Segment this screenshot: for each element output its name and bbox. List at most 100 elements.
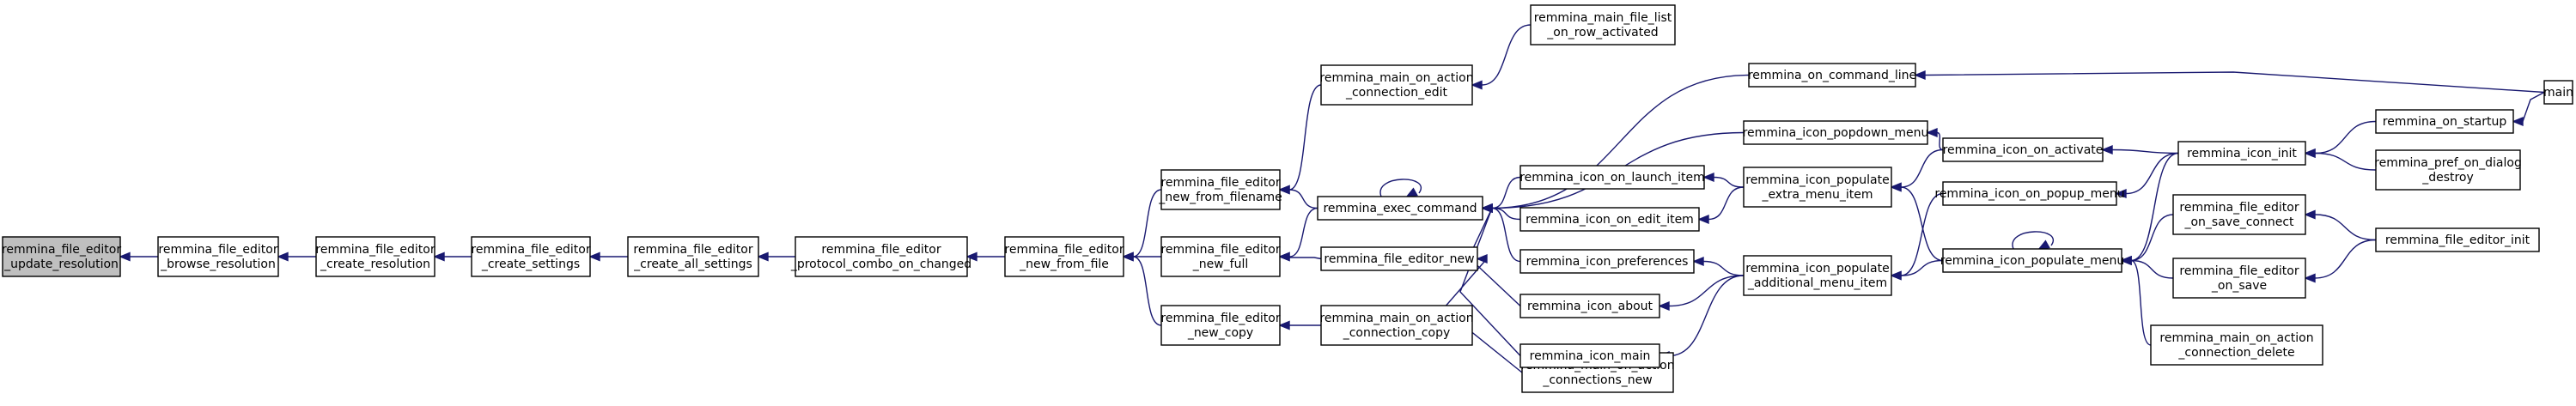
nodes-layer: remmina_file_editor_update_resolutionrem… xyxy=(2,4,2573,393)
node-box xyxy=(1519,294,1660,318)
node-protocol-combo-on-changed[interactable]: remmina_file_editor_protocol_combo_on_ch… xyxy=(790,236,971,277)
node-label: _new_full xyxy=(1192,258,1249,271)
edge-file-editor-init-to-file-editor-on-save-connect xyxy=(2304,209,2377,241)
node-file-editor-new[interactable]: remmina_file_editor_new xyxy=(1320,246,1478,271)
edge-exec-command-to-new-from-filename xyxy=(1278,185,1318,209)
node-box xyxy=(1004,236,1124,277)
edge-protocol-combo-on-changed-to-create-all-settings xyxy=(757,251,795,262)
node-label: remmina_file_editor_new xyxy=(1324,252,1474,266)
node-box xyxy=(1942,181,2117,206)
node-new-from-file[interactable]: remmina_file_editor_new_from_file xyxy=(1004,236,1124,277)
node-main-on-action-connection-edit[interactable]: remmina_main_on_action_connection_edit xyxy=(1319,64,1474,106)
edge-exec-command-to-new-full xyxy=(1278,207,1318,262)
node-main[interactable]: main xyxy=(2543,80,2573,105)
node-icon-on-edit-item[interactable]: remmina_icon_on_edit_item xyxy=(1519,207,1700,232)
edge-file-editor-init-to-file-editor-on-save xyxy=(2304,239,2377,283)
node-browse-resolution[interactable]: remmina_file_editor_browse_resolution xyxy=(157,236,279,277)
node-on-command-line[interactable]: remmina_on_command_line xyxy=(1748,63,1916,88)
node-label: _on_row_activated xyxy=(1546,26,1658,39)
node-label: remmina_icon_preferences xyxy=(1526,255,1689,269)
node-box xyxy=(1519,207,1700,232)
node-box xyxy=(2172,258,2306,299)
edges-layer xyxy=(119,24,2545,373)
node-box xyxy=(1320,64,1473,106)
node-exec-command[interactable]: remmina_exec_command xyxy=(1317,196,1483,221)
edge-browse-resolution-to-update-resolution xyxy=(119,251,158,262)
node-label: remmina_file_editor_init xyxy=(2385,233,2530,247)
node-label: _new_from_file xyxy=(1019,258,1109,271)
node-pref-on-dialog-destroy[interactable]: remmina_pref_on_dialog_destroy xyxy=(2374,149,2522,191)
node-icon-main[interactable]: remmina_icon_main xyxy=(1519,343,1660,368)
node-file-editor-init[interactable]: remmina_file_editor_init xyxy=(2375,227,2540,252)
node-label: remmina_icon_on_activate xyxy=(1943,143,2104,157)
node-box xyxy=(1942,137,2104,162)
node-label: remmina_file_editor xyxy=(633,243,752,257)
edge-icon-main-to-exec-command xyxy=(1459,203,1521,356)
node-new-from-filename[interactable]: remmina_file_editor_new_from_filename xyxy=(1158,169,1282,210)
edge-on-startup-to-icon-init xyxy=(2304,120,2377,159)
node-box xyxy=(1160,236,1281,277)
node-update-resolution[interactable]: remmina_file_editor_update_resolution xyxy=(2,236,121,277)
node-label: _connection_edit xyxy=(1345,86,1448,100)
edge-main-on-action-connection-delete-to-icon-populate-menu xyxy=(2120,255,2152,346)
node-box xyxy=(2375,227,2540,252)
node-on-startup[interactable]: remmina_on_startup xyxy=(2375,109,2514,134)
node-box xyxy=(1160,169,1281,210)
node-label: _create_resolution xyxy=(320,258,430,271)
node-label: _new_from_filename xyxy=(1158,191,1282,204)
node-new-copy[interactable]: remmina_file_editor_new_copy xyxy=(1160,305,1281,346)
node-box xyxy=(2,236,121,277)
node-create-all-settings[interactable]: remmina_file_editor_create_all_settings xyxy=(627,236,759,277)
node-label: remmina_file_editor xyxy=(1160,312,1280,325)
node-label: _update_resolution xyxy=(3,258,119,271)
node-main-file-list-on-row-activated[interactable]: remmina_main_file_list_on_row_activated xyxy=(1530,4,1676,45)
node-file-editor-on-save-connect[interactable]: remmina_file_editor_on_save_connect xyxy=(2172,194,2306,235)
node-icon-on-launch-item[interactable]: remmina_icon_on_launch_item xyxy=(1519,165,1705,190)
node-box xyxy=(2150,324,2323,366)
node-icon-init[interactable]: remmina_icon_init xyxy=(2177,141,2306,166)
node-icon-on-popup-menu[interactable]: remmina_icon_on_popup_menu xyxy=(1934,181,2125,206)
node-label: remmina_file_editor xyxy=(2179,264,2299,278)
node-new-full[interactable]: remmina_file_editor_new_full xyxy=(1160,236,1281,277)
node-label: _on_save_connect xyxy=(2183,215,2294,229)
edge-on-command-line-to-exec-command xyxy=(1481,74,1750,214)
node-icon-popdown-menu[interactable]: remmina_icon_popdown_menu xyxy=(1743,120,1929,145)
node-label: remmina_file_editor xyxy=(158,243,277,257)
node-label: _protocol_combo_on_changed xyxy=(790,258,971,271)
node-label: remmina_file_editor xyxy=(1160,176,1280,190)
node-label: remmina_file_editor xyxy=(471,243,590,257)
node-icon-populate-additional-menu-item[interactable]: remmina_icon_populate_additional_menu_it… xyxy=(1743,255,1892,296)
node-create-settings[interactable]: remmina_file_editor_create_settings xyxy=(471,236,591,277)
node-label: remmina_file_editor xyxy=(1160,243,1280,257)
edge-main-file-list-on-row-activated-to-main-on-action-connection-edit xyxy=(1471,24,1532,90)
node-label: _connection_copy xyxy=(1343,326,1451,340)
node-icon-on-activate[interactable]: remmina_icon_on_activate xyxy=(1942,137,2104,162)
node-icon-about[interactable]: remmina_icon_about xyxy=(1519,294,1660,318)
node-box xyxy=(1519,343,1660,368)
node-label: remmina_on_startup xyxy=(2383,115,2507,129)
node-create-resolution[interactable]: remmina_file_editor_create_resolution xyxy=(315,236,435,277)
node-main-on-action-connection-copy[interactable]: remmina_main_on_action_connection_copy xyxy=(1319,305,1474,346)
node-box xyxy=(1748,63,1916,88)
edge-exec-command-to-exec-command xyxy=(1379,179,1422,197)
edge-main-to-on-startup xyxy=(2512,91,2545,127)
node-box xyxy=(2543,80,2573,105)
edge-icon-populate-additional-menu-item-to-icon-about xyxy=(1658,275,1745,312)
node-main-on-action-connection-delete[interactable]: remmina_main_on_action_connection_delete xyxy=(2150,324,2323,366)
edge-icon-populate-menu-to-icon-populate-extra-menu-item xyxy=(1890,182,1944,262)
node-label: _connections_new xyxy=(1542,373,1652,387)
edge-icon-init-to-icon-populate-menu xyxy=(2120,152,2179,266)
node-label: _connection_delete xyxy=(2177,346,2294,360)
node-icon-populate-extra-menu-item[interactable]: remmina_icon_populate_extra_menu_item xyxy=(1743,167,1892,208)
node-icon-preferences[interactable]: remmina_icon_preferences xyxy=(1519,249,1695,274)
edge-icon-init-to-icon-on-popup-menu xyxy=(2115,152,2179,199)
node-box xyxy=(1530,4,1676,45)
node-label: _create_settings xyxy=(481,258,580,271)
node-icon-populate-menu[interactable]: remmina_icon_populate_menu xyxy=(1940,248,2124,273)
edge-icon-populate-menu-to-icon-populate-additional-menu-item xyxy=(1890,259,1944,281)
node-box xyxy=(1519,249,1695,274)
edge-new-from-file-to-protocol-combo-on-changed xyxy=(965,251,1005,262)
node-file-editor-on-save[interactable]: remmina_file_editor_on_save xyxy=(2172,258,2306,299)
node-label: remmina_file_editor xyxy=(2,243,121,257)
node-label: _browse_resolution xyxy=(160,258,276,271)
